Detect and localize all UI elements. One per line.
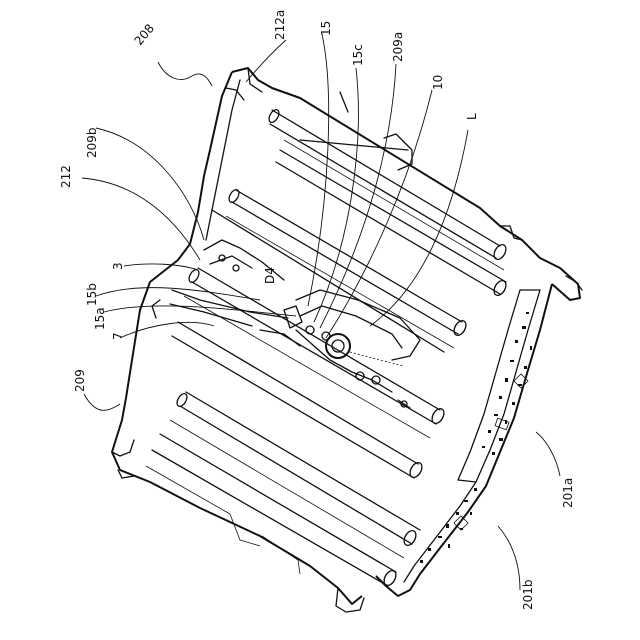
label-209a: 209a [391,32,405,62]
board-201b-components [420,488,477,563]
label-L: L [465,113,479,120]
label-208: 208 [132,21,157,48]
label-201a: 201a [561,478,575,508]
outer-frame [112,68,582,612]
label-209b: 209b [85,127,99,158]
label-D4: D4 [263,267,277,284]
label-201b: 201b [521,579,535,610]
label-10: 10 [431,75,445,90]
label-209: 209 [73,369,87,392]
label-3: 3 [111,262,125,270]
label-7: 7 [111,332,125,340]
label-15b: 15b [85,283,99,306]
label-15: 15 [319,21,333,36]
label-212a: 212a [273,10,287,40]
rollers [146,108,508,587]
label-15c: 15c [351,44,365,66]
label-15a: 15a [93,307,107,330]
drive-assembly [152,92,420,408]
label-212: 212 [59,165,73,188]
